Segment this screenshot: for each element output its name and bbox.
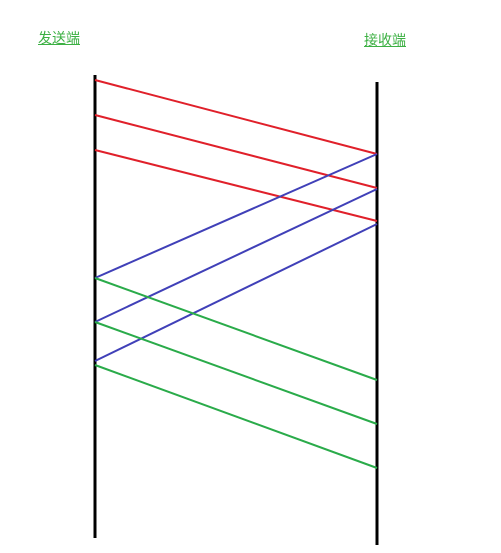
retransmit-segment-2 xyxy=(94,321,378,425)
data-segment-2 xyxy=(94,114,378,189)
data-segment-3 xyxy=(94,149,378,222)
sender-label: 发送端 xyxy=(38,31,80,47)
retransmit-segment-3 xyxy=(94,364,378,469)
ack-segment-2 xyxy=(94,188,378,323)
data-segment-1 xyxy=(94,79,378,155)
retransmit-segment-1 xyxy=(94,277,378,381)
ack-segment-1 xyxy=(94,153,378,279)
receiver-label: 接收端 xyxy=(364,33,406,49)
